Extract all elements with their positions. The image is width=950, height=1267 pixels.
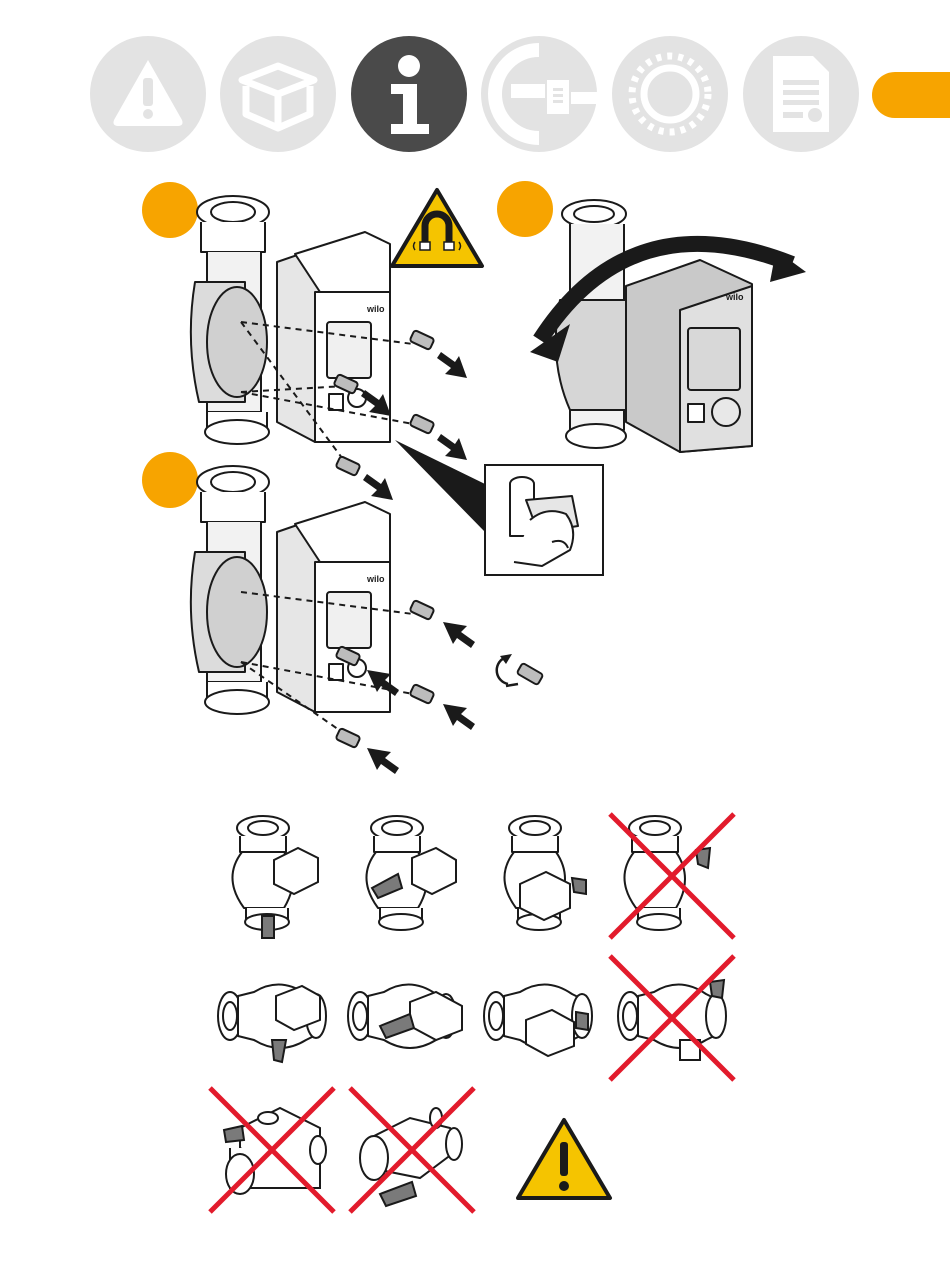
pump-reassembly-illustration: wilo xyxy=(185,462,485,782)
position-3-allowed xyxy=(504,816,586,930)
position-5-allowed xyxy=(218,984,326,1062)
installation-pipe-icon xyxy=(481,36,597,152)
wilo-logo-3: wilo xyxy=(366,574,385,584)
position-1-allowed xyxy=(232,816,318,938)
info-icon xyxy=(351,36,467,152)
nav-tab-information[interactable] xyxy=(351,36,467,152)
nav-tab-transport[interactable] xyxy=(220,36,336,152)
general-warning-icon xyxy=(518,1120,610,1198)
warning-icon xyxy=(90,36,206,152)
position-7-allowed xyxy=(484,984,592,1056)
position-10-forbidden xyxy=(350,1088,474,1212)
document-icon xyxy=(743,36,859,152)
nav-tab-documentation[interactable] xyxy=(743,36,859,152)
position-6-allowed xyxy=(348,984,462,1048)
position-8-forbidden xyxy=(610,956,734,1080)
position-9-forbidden xyxy=(210,1088,334,1212)
wilo-logo-2: wilo xyxy=(725,292,744,302)
position-4-forbidden xyxy=(610,814,734,938)
position-2-allowed xyxy=(366,816,456,930)
installation-positions-grid xyxy=(200,808,740,1228)
nav-tab-settings[interactable] xyxy=(612,36,728,152)
package-box-icon xyxy=(220,36,336,152)
chapter-tab[interactable] xyxy=(872,72,950,118)
dial-settings-icon xyxy=(612,36,728,152)
wilo-logo: wilo xyxy=(366,304,385,314)
detail-inset-box xyxy=(484,464,604,576)
pump-rotation-illustration: wilo xyxy=(530,190,810,460)
nav-tab-safety[interactable] xyxy=(90,36,206,152)
tighten-screw-icon xyxy=(494,648,554,692)
hand-holding-module-icon xyxy=(486,466,601,573)
nav-tab-installation[interactable] xyxy=(481,36,597,152)
